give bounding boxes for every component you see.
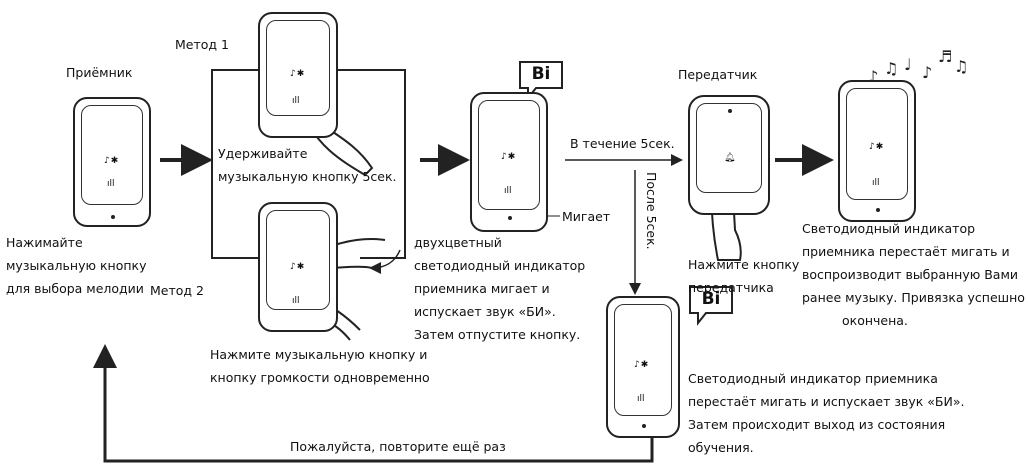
text-exit-line4: обучения. xyxy=(688,440,754,455)
led-indicator xyxy=(876,208,880,212)
text-bicolor-line5: Затем отпустите кнопку. xyxy=(414,327,581,342)
led-indicator xyxy=(508,216,512,220)
text-bicolor-line2: светодиодный индикатор xyxy=(414,258,586,273)
svg-text:♫: ♫ xyxy=(954,57,968,76)
label-method2: Метод 2 xyxy=(150,283,204,298)
bubble-top-text: Bi xyxy=(531,64,551,84)
label-method1: Метод 1 xyxy=(175,37,229,52)
volume-button-icon: ıll xyxy=(637,394,645,404)
label-receiver: Приёмник xyxy=(66,65,133,80)
text-success-line1: Светодиодный индикатор xyxy=(802,221,976,236)
text-bicolor-line3: приемника мигает и xyxy=(414,281,550,296)
text-exit-line2: перестаёт мигать и испускает звук «БИ». xyxy=(688,394,965,409)
text-press-tx-line2: передатчика xyxy=(688,280,774,295)
text-hold-line1: Удерживайте xyxy=(218,146,308,161)
music-button-icon: ♪✱ xyxy=(290,69,306,79)
text-bicolor-line4: испускает звук «БИ». xyxy=(414,304,556,319)
text-bicolor-line1: двухцветный xyxy=(414,235,502,250)
label-transmitter: Передатчик xyxy=(678,67,758,82)
method-bracket-right xyxy=(338,69,406,259)
receiver-blinking-device: ♪✱ ıll xyxy=(470,92,548,232)
text-both-line2: кнопку громкости одновременно xyxy=(210,370,430,385)
text-hold-line2: музыкальную кнопку 5сек. xyxy=(218,169,397,184)
text-success-line5: окончена. xyxy=(842,313,908,328)
volume-button-icon: ıll xyxy=(107,179,115,189)
label-blink: Мигает xyxy=(562,209,611,224)
svg-text:♪: ♪ xyxy=(922,63,932,82)
text-success-line4: ранее музыку. Привязка успешно xyxy=(802,290,1025,305)
bell-icon: 🔔︎ xyxy=(724,153,737,163)
receiver-success-device: ♪✱ ıll xyxy=(838,80,916,222)
led-indicator xyxy=(111,215,115,219)
text-exit-line1: Светодиодный индикатор приемника xyxy=(688,371,938,386)
music-notes: ♪♫♩ ♪♬♫ xyxy=(868,47,968,86)
text-press-line2: музыкальную кнопку xyxy=(6,258,147,273)
receiver-method2-device: ♪✱ ıll xyxy=(258,202,338,332)
volume-button-icon: ıll xyxy=(292,96,300,106)
text-success-line2: приемника перестаёт мигать и xyxy=(802,244,1010,259)
transmitter-device: 🔔︎ xyxy=(688,95,770,215)
label-repeat: Пожалуйста, повторите ещё раз xyxy=(290,439,506,454)
music-button-icon: ♪✱ xyxy=(501,152,517,162)
svg-text:♫: ♫ xyxy=(884,59,898,78)
text-press-tx-line1: Нажмите кнопку xyxy=(688,257,800,272)
music-button-icon: ♪✱ xyxy=(104,156,120,166)
receiver-exit-device: ♪✱ ıll xyxy=(606,296,680,438)
text-press-line3: для выбора мелодии xyxy=(6,281,144,296)
svg-text:♩: ♩ xyxy=(904,55,912,74)
music-button-icon: ♪✱ xyxy=(869,142,885,152)
label-within-5s: В течение 5сек. xyxy=(570,136,675,151)
text-press-line1: Нажимайте xyxy=(6,235,83,250)
receiver-device: ♪✱ ıll xyxy=(73,97,151,227)
bubble-bottom-shape xyxy=(689,286,733,326)
receiver-method1-device: ♪✱ ıll xyxy=(258,12,338,138)
text-success-line3: воспроизводит выбранную Вами xyxy=(802,267,1019,282)
arrow-curve-method2 xyxy=(369,249,401,274)
volume-button-icon: ıll xyxy=(872,178,880,188)
text-exit-line3: Затем происходит выход из состояния xyxy=(688,417,946,432)
music-button-icon: ♪✱ xyxy=(290,262,306,272)
volume-button-icon: ıll xyxy=(504,186,512,196)
svg-text:♪: ♪ xyxy=(868,67,878,86)
volume-button-icon: ıll xyxy=(292,296,300,306)
method-bracket xyxy=(211,69,258,259)
music-button-icon: ♪✱ xyxy=(634,360,650,370)
bubble-bottom-text: Bi xyxy=(701,289,721,309)
transmitter-led xyxy=(728,109,732,113)
svg-text:♬: ♬ xyxy=(938,47,952,66)
led-indicator xyxy=(642,424,646,428)
repeat-loop xyxy=(93,344,654,463)
label-after-5s: После 5сек. xyxy=(644,172,659,250)
text-both-line1: Нажмите музыкальную кнопку и xyxy=(210,347,428,362)
